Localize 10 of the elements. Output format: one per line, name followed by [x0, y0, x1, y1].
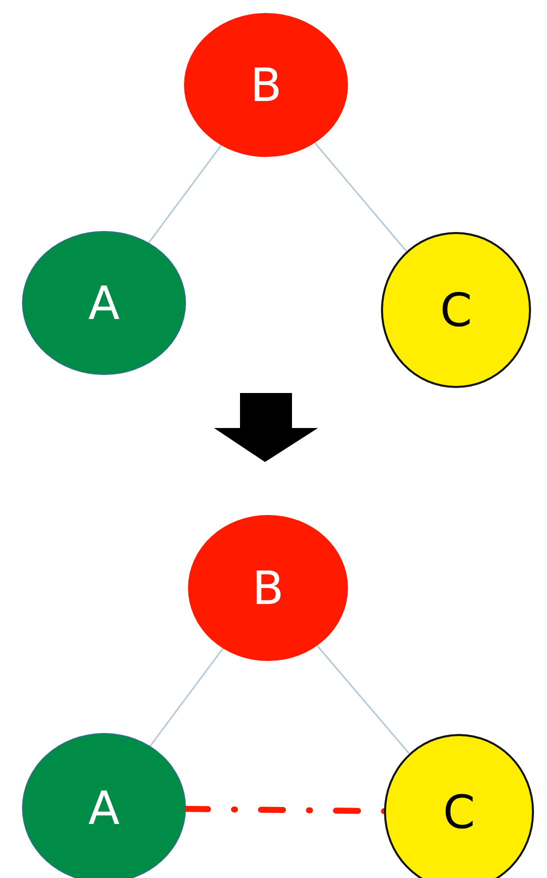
node-label: B	[252, 565, 284, 611]
connector-line	[150, 648, 224, 746]
node-label: A	[88, 280, 120, 326]
node-label: A	[88, 785, 120, 831]
connector-line	[148, 144, 222, 244]
connector-line	[314, 142, 408, 252]
node-label: C	[442, 789, 476, 835]
connector-line	[316, 645, 410, 754]
node-label: C	[440, 287, 472, 333]
node-label: B	[250, 62, 282, 108]
